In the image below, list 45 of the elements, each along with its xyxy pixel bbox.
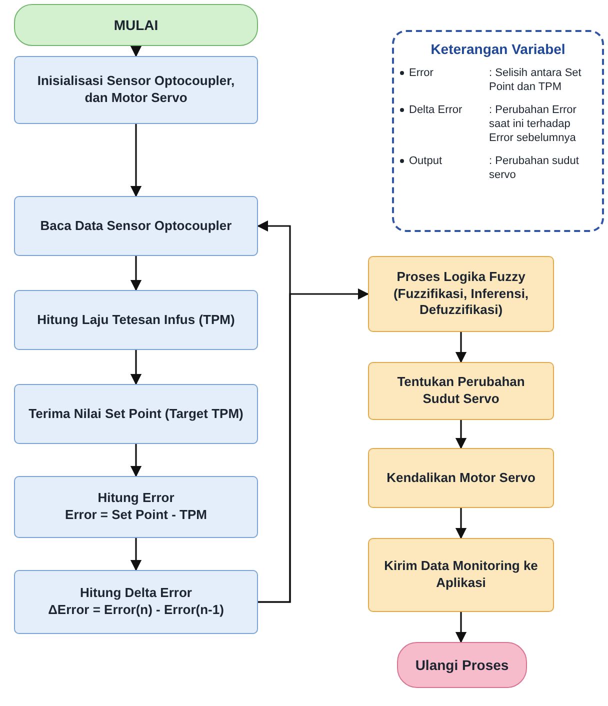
arrow <box>130 444 142 478</box>
arrow <box>455 612 467 644</box>
arrow <box>130 350 142 386</box>
variable-definition: : Selisih antara Set Point dan TPM <box>489 66 582 95</box>
step-label: Tentukan Perubahan Sudut Servo <box>396 374 526 408</box>
process-box <box>368 256 554 332</box>
variable-name: Output <box>409 154 444 169</box>
legend-title: Keterangan Variabel <box>430 40 566 58</box>
step-label: Kirim Data Monitoring ke Aplikasi <box>383 558 539 592</box>
step-label: Baca Data Sensor Optocoupler <box>40 218 232 234</box>
legend-panel <box>392 30 604 232</box>
process-box <box>368 362 554 420</box>
arrow <box>130 538 142 572</box>
step-label: MULAI <box>114 16 158 34</box>
process-box <box>14 570 258 634</box>
process-box <box>14 196 258 256</box>
process-box <box>14 290 258 350</box>
arrow <box>455 332 467 364</box>
arrow <box>455 420 467 450</box>
process-box <box>14 56 258 124</box>
arrow <box>258 288 370 603</box>
variable-definition: : Perubahan Error saat ini terhadap Error sebelumnya <box>489 102 578 146</box>
step-label: Inisialisasi Sensor Optocoupler, dan Motor Servo <box>36 73 236 107</box>
formula-text: Error = Set Point - TPM <box>65 507 207 524</box>
end-terminal <box>397 642 527 688</box>
step-label: Proses Logika Fuzzy (Fuzzifikasi, Inferensi, Defuzzifikasi) <box>392 268 530 320</box>
formula-text: ΔError = Error(n) - Error(n-1) <box>48 602 224 619</box>
step-label: Hitung Laju Tetesan Infus (TPM) <box>37 312 235 328</box>
step-label: Hitung Delta Error <box>80 585 192 602</box>
process-box <box>368 448 554 508</box>
step-label: Hitung Error <box>98 490 174 507</box>
process-box <box>368 538 554 612</box>
variable-name: Error <box>409 66 434 82</box>
process-box <box>14 384 258 444</box>
variable-definition: : Perubahan sudut servo <box>489 154 580 182</box>
arrow <box>130 124 142 198</box>
variable-name: Delta Error <box>409 102 464 118</box>
process-box <box>14 476 258 538</box>
step-label: Ulangi Proses <box>415 656 509 674</box>
arrow <box>455 508 467 540</box>
step-label: Terima Nilai Set Point (Target TPM) <box>28 406 244 422</box>
step-label: Kendalikan Motor Servo <box>386 470 536 486</box>
arrow <box>130 256 142 292</box>
arrow <box>130 46 142 58</box>
start-terminal <box>14 4 258 46</box>
